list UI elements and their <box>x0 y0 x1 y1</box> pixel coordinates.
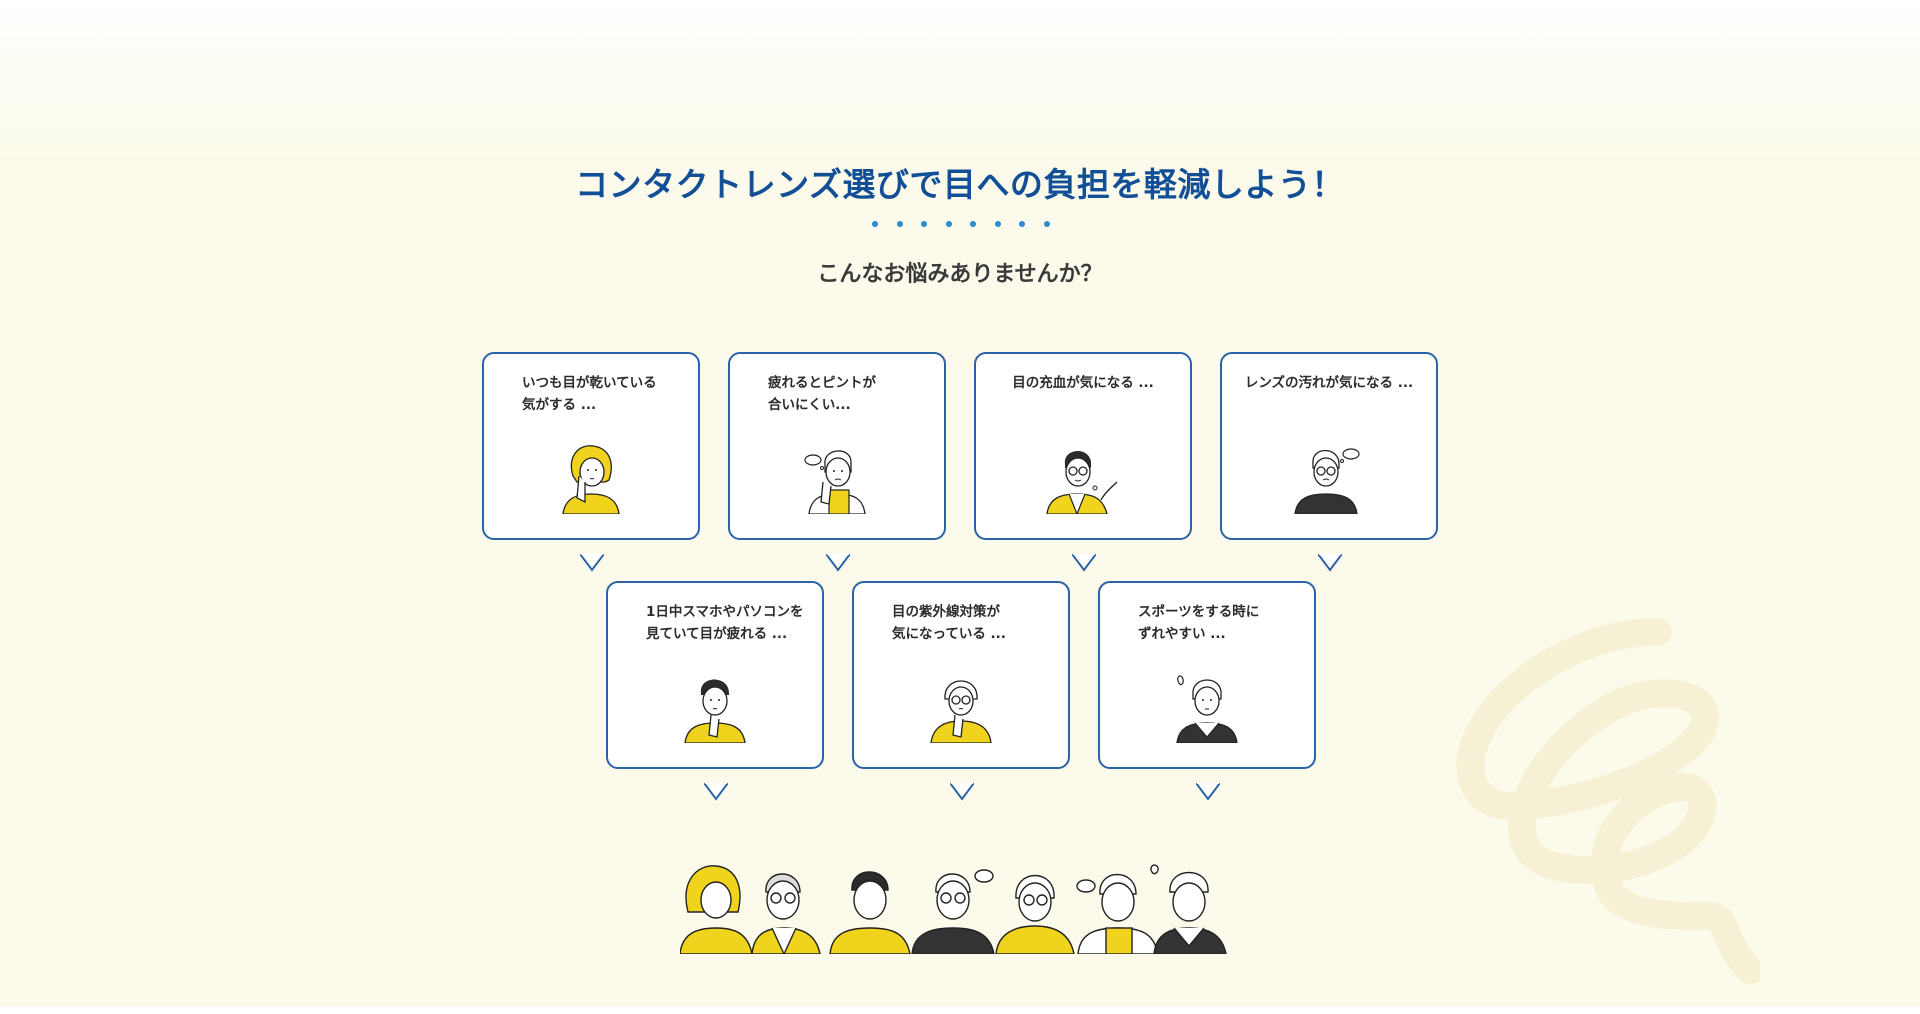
dotted-divider <box>872 221 1050 227</box>
concern-card-sports: スポーツをする時に ずれやすい ... <box>1098 581 1316 801</box>
divider-dot <box>872 221 878 227</box>
card-text: 目の紫外線対策が 気になっている ... <box>892 604 1006 642</box>
woman-glasses-thinking-icon <box>929 671 993 747</box>
divider-dot <box>1019 221 1025 227</box>
divider-dot <box>945 221 952 227</box>
card-text: 1日中スマホやパソコンを 見ていて目が疲れる ... <box>646 604 804 642</box>
elderly-woman-thinking-icon <box>801 442 873 518</box>
concern-card-screen-fatigue: 1日中スマホやパソコンを 見ていて目が疲れる ... <box>606 581 824 801</box>
divider-dot <box>896 221 903 227</box>
group-of-seven-people-icon <box>679 862 1244 958</box>
page-title: コンタクトレンズ選びで目への負担を軽減しよう！ <box>575 165 1345 204</box>
concern-card-lens-dirt: レンズの汚れが気になる ... <box>1220 352 1438 572</box>
divider-dot <box>994 221 1001 227</box>
man-glasses-thought-bubble-icon <box>1293 442 1365 518</box>
concern-card-focus: 疲れるとピントが 合いにくい... <box>728 352 946 572</box>
concern-card-red-eyes: 目の充血が気になる ... <box>974 352 1192 572</box>
concern-card-dry-eyes: いつも目が乾いている 気がする ... <box>482 352 700 572</box>
card-text: スポーツをする時に ずれやすい ... <box>1138 604 1260 642</box>
woman-hand-on-cheek-icon <box>561 442 621 518</box>
young-man-thinking-icon <box>683 671 747 747</box>
card-text: レンズの汚れが気になる ... <box>1244 375 1414 391</box>
section-subtitle: こんなお悩みありませんか？ <box>817 262 1103 287</box>
concern-card-uv: 目の紫外線対策が 気になっている ... <box>852 581 1070 801</box>
card-text: 疲れるとピントが 合いにくい... <box>768 375 876 413</box>
divider-dot <box>970 221 976 227</box>
swirl-decoration <box>1440 610 1764 1014</box>
man-glasses-sighing-icon <box>1045 442 1121 518</box>
card-text: いつも目が乾いている 気がする ... <box>522 375 657 413</box>
card-text: 目の充血が気になる ... <box>1012 375 1154 391</box>
woman-sweat-icon <box>1171 671 1243 747</box>
divider-dot <box>1043 221 1050 227</box>
divider-dot <box>921 221 927 227</box>
